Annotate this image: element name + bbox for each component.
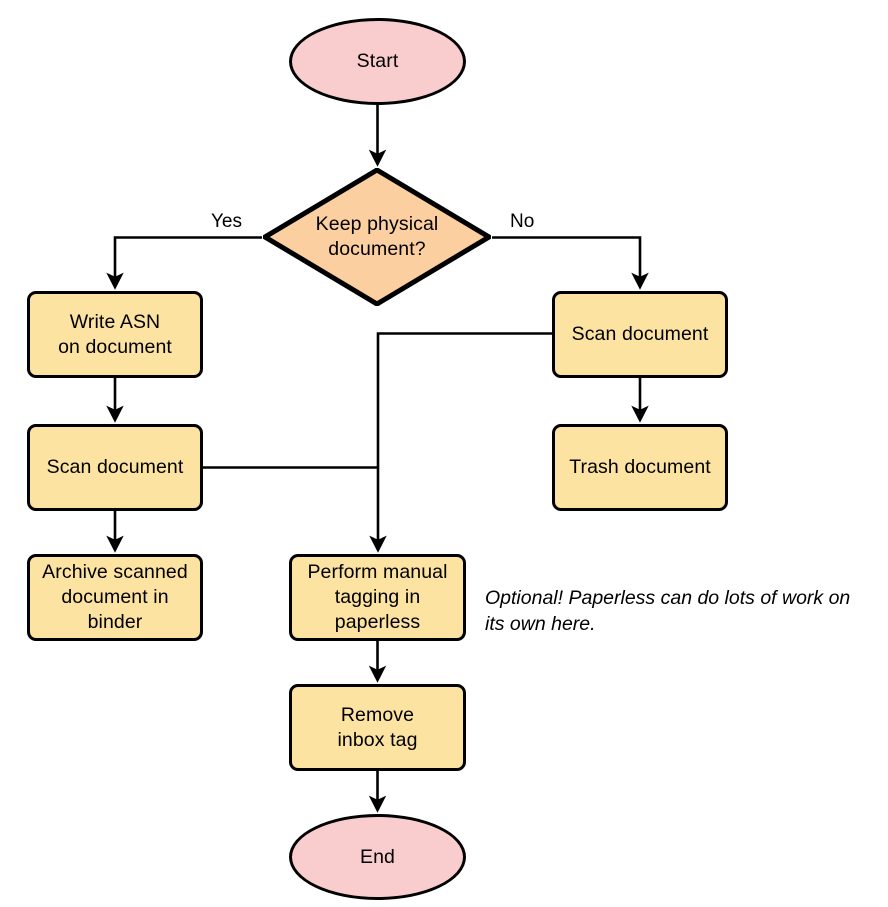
node-archive-scanned-document-in-binder-label: Archive scanned document in binder: [42, 561, 188, 633]
node-scan-document-left-label: Scan document: [46, 456, 184, 478]
node-remove-inbox-tag-label: Remove inbox tag: [337, 703, 418, 751]
node-keep-physical-document-label: Keep physical document?: [315, 213, 439, 260]
node-archive-scanned-document-in-binder[interactable]: Archive scanned document in binder: [27, 554, 203, 641]
node-write-asn-on-document-label: Write ASN on document: [58, 310, 172, 358]
diamond-shape-icon: [263, 168, 491, 306]
node-write-asn-on-document[interactable]: Write ASN on document: [27, 291, 203, 378]
node-trash-document[interactable]: Trash document: [552, 424, 728, 511]
node-perform-manual-tagging-in-paperless-label: Perform manual tagging in paperless: [307, 561, 448, 633]
node-end[interactable]: End: [289, 814, 466, 900]
node-scan-document-right-label: Scan document: [571, 323, 709, 345]
edge-label-no: No: [510, 211, 535, 232]
node-scan-document-left[interactable]: Scan document: [27, 424, 203, 511]
node-scan-document-right[interactable]: Scan document: [552, 291, 728, 378]
edge-label-yes: Yes: [211, 211, 242, 232]
node-start-label: Start: [356, 50, 399, 72]
node-keep-physical-document[interactable]: Keep physical document?: [263, 168, 491, 306]
node-start[interactable]: Start: [289, 18, 466, 105]
node-end-label: End: [360, 845, 395, 868]
edge-decision-to-write-asn: [106, 236, 262, 290]
edge-scan-right-to-manual-tag: [369, 332, 552, 553]
node-remove-inbox-tag[interactable]: Remove inbox tag: [289, 684, 466, 771]
node-perform-manual-tagging-in-paperless[interactable]: Perform manual tagging in paperless: [289, 554, 466, 641]
node-trash-document-label: Trash document: [569, 456, 711, 478]
edge-decision-to-scan-right: [492, 236, 649, 290]
optional-note: Optional! Paperless can do lots of work …: [485, 587, 851, 635]
